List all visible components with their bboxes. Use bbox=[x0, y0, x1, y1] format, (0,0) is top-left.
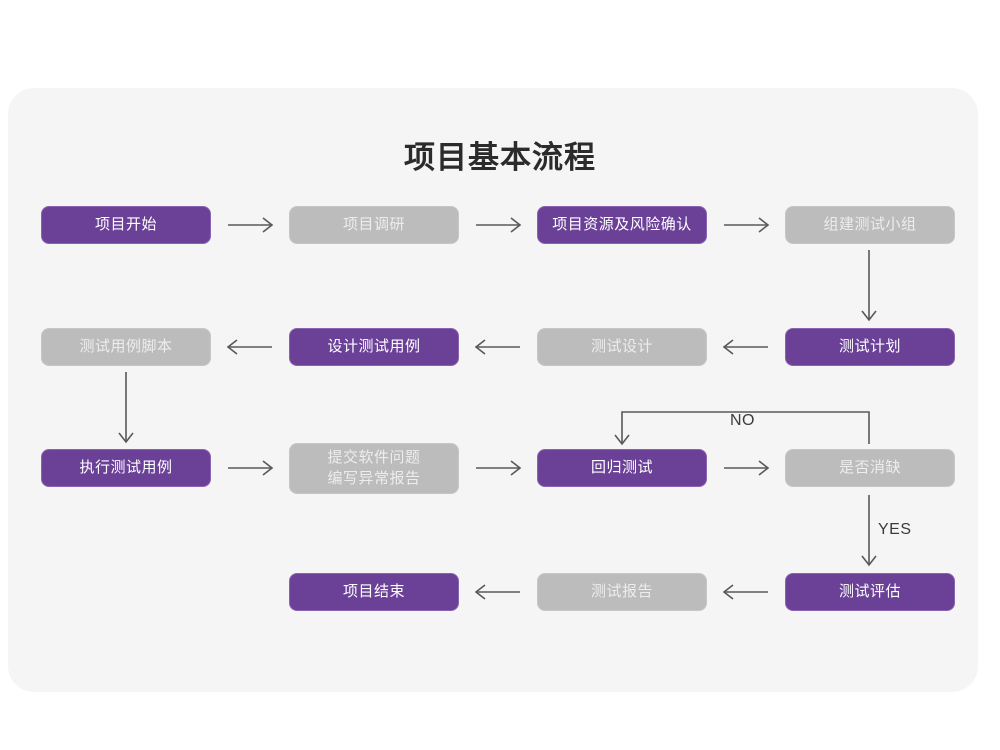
node-defect-cleared[interactable]: 是否消缺 bbox=[785, 449, 955, 487]
edge-label-yes: YES bbox=[878, 521, 912, 538]
node-project-research[interactable]: 项目调研 bbox=[289, 206, 459, 244]
node-test-report[interactable]: 测试报告 bbox=[537, 573, 707, 611]
node-build-test-team[interactable]: 组建测试小组 bbox=[785, 206, 955, 244]
node-test-evaluation[interactable]: 测试评估 bbox=[785, 573, 955, 611]
edge-label-no: NO bbox=[730, 412, 755, 429]
node-test-case-script[interactable]: 测试用例脚本 bbox=[41, 328, 211, 366]
node-project-end[interactable]: 项目结束 bbox=[289, 573, 459, 611]
node-test-plan[interactable]: 测试计划 bbox=[785, 328, 955, 366]
node-submit-issue-report[interactable]: 提交软件问题 编写异常报告 bbox=[289, 443, 459, 494]
node-regression-test[interactable]: 回归测试 bbox=[537, 449, 707, 487]
node-execute-test-case[interactable]: 执行测试用例 bbox=[41, 449, 211, 487]
node-project-start[interactable]: 项目开始 bbox=[41, 206, 211, 244]
page-title: 项目基本流程 bbox=[404, 140, 596, 175]
node-design-test-case[interactable]: 设计测试用例 bbox=[289, 328, 459, 366]
node-resource-risk-confirm[interactable]: 项目资源及风险确认 bbox=[537, 206, 707, 244]
node-test-design[interactable]: 测试设计 bbox=[537, 328, 707, 366]
